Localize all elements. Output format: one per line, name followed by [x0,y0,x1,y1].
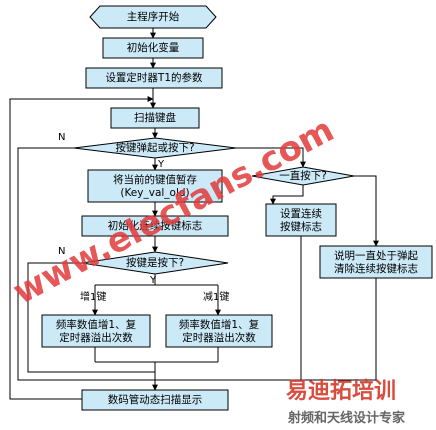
hold-decision: 一直按下? [251,166,355,186]
inc-box: 频率数值增1、复 定时器溢出次数 [41,314,151,348]
init-flag-box: 初始化连续按键标志 [81,215,229,237]
clear-cont-line2: 清除连续按键标志 [334,262,418,275]
init-flag-label: 初始化连续按键标志 [108,219,203,232]
logo-cn: 易迪拓培训 [286,378,396,404]
inc-box-line2: 定时器溢出次数 [59,331,133,344]
store-key-box: 将当前的键值暂存 (Key_val_old) [87,169,223,203]
key-decision-label: 按键弹起或按下? [115,141,194,154]
logo-sub: 射频和天线设计专家 [287,410,406,426]
key-decision: 按键弹起或按下? [73,137,237,159]
init-vars-box: 初始化变量 [102,37,204,59]
store-key-line1: 将当前的键值暂存 [113,173,197,186]
display-box: 数码管动态扫描显示 [81,389,229,411]
clear-cont-line1: 说明一直处于弹起 [334,249,418,262]
inc-key-label: 增1键 [80,290,106,303]
init-vars-label: 初始化变量 [127,41,180,54]
scan-keys-box: 扫描键盘 [110,107,200,129]
start-label: 主程序开始 [127,10,180,23]
key-down-decision-label: 按键是按下? [126,256,184,269]
dec-key-label: 减1键 [203,290,229,303]
scan-keys-label: 扫描键盘 [134,111,176,124]
inc-box-line1: 频率数值增1、复 [56,318,137,331]
label-y1: Y [157,159,165,170]
store-key-line2: (Key_val_old) [120,187,189,199]
set-cont-line1: 设置连续 [280,207,322,220]
dec-box-line1: 频率数值增1、复 [179,318,260,331]
label-y2: Y [149,275,157,286]
set-timer-box: 设置定时器T1的参数 [85,67,223,89]
dec-box: 频率数值增1、复 定时器溢出次数 [165,314,273,348]
set-cont-box: 设置连续 按键标志 [265,203,337,237]
clear-cont-box: 说明一直处于弹起 清除连续按键标志 [319,245,433,279]
set-timer-label: 设置定时器T1的参数 [105,71,203,84]
label-n1: N [58,132,65,143]
hold-decision-label: 一直按下? [279,169,327,182]
label-n2: N [58,246,65,257]
logo-watermark: 易迪拓培训 射频和天线设计专家 [286,378,406,426]
start-terminal: 主程序开始 [89,5,217,29]
dec-box-line2: 定时器溢出次数 [182,331,256,344]
display-label: 数码管动态扫描显示 [108,393,203,406]
set-cont-line2: 按键标志 [280,220,322,233]
